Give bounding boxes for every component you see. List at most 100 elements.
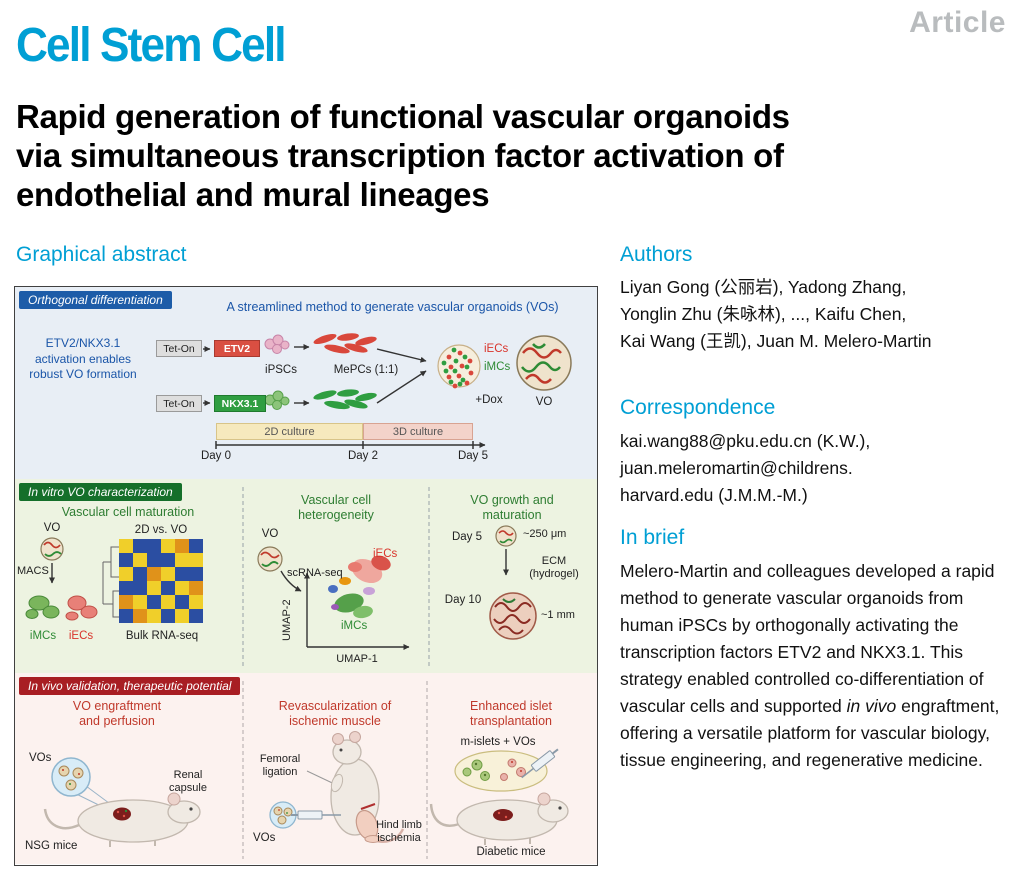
growth-day5-label: Day 5: [451, 531, 483, 543]
panel1-art: [203, 333, 572, 449]
in-brief-italic: in vivo: [846, 696, 897, 716]
scrna-label: scRNA-seq: [287, 567, 343, 579]
engraftment-vos-label: VOs: [29, 752, 52, 764]
revascularization-title: Revascularization of ischemic muscle: [278, 699, 392, 729]
bulk-rnaseq-label: Bulk RNA-seq: [125, 630, 199, 642]
umap1-axis-label: UMAP-1: [336, 653, 378, 665]
panel-orthogonal-differentiation: Orthogonal differentiation A streamlined…: [15, 287, 597, 479]
umap-iecs-label: iECs: [373, 548, 398, 560]
nsg-mice-label: NSG mice: [25, 840, 78, 852]
cell-aggregate-icon: [437, 344, 481, 389]
title-line-3: endothelial and mural lineages: [16, 176, 490, 213]
panel2-badge: In vitro VO characterization: [19, 483, 182, 501]
day0-label: Day 0: [200, 450, 232, 462]
ecm-label: ECM (hydrogel): [529, 555, 579, 581]
timeline-axis: [215, 441, 486, 449]
syringe-icon: [291, 810, 341, 820]
syringe-icon-2: [521, 748, 559, 779]
iecs-label: iECs: [484, 343, 509, 355]
umap-imcs-label: iMCs: [341, 620, 368, 632]
day10-organoid-icon: [489, 592, 537, 640]
growth-day10-label: Day 10: [444, 594, 482, 606]
authors-line-2: Yonglin Zhu (朱咏林), ..., Kaifu Chen,: [620, 304, 907, 324]
femoral-callout-line: [306, 770, 346, 790]
3d-culture-bar: 3D culture: [363, 423, 473, 440]
kidney-icon: [113, 807, 131, 821]
correspondence-email-2[interactable]: juan.meleromartin@childrens.: [620, 458, 853, 478]
maturation-iecs-label: iECs: [68, 630, 94, 642]
graphical-abstract-figure: Orthogonal differentiation A streamlined…: [14, 286, 598, 866]
size-250um-label: ~250 μm: [523, 528, 567, 540]
panel1-subtitle: A streamlined method to generate vascula…: [226, 300, 559, 314]
2d-culture-bar: 2D culture: [216, 423, 363, 440]
article-title: Rapid generation of functional vascular …: [16, 97, 790, 214]
size-1mm-label: ~1 mm: [541, 609, 575, 621]
panel1-badge: Orthogonal differentiation: [19, 291, 172, 309]
vo-label: VO: [535, 396, 553, 408]
correspondence-heading: Correspondence: [620, 396, 776, 419]
tet-on-box-2: Tet-On: [156, 395, 202, 412]
correspondence-block: kai.wang88@pku.edu.cn (K.W.), juan.meler…: [620, 428, 1010, 509]
ipscs-label: iPSCs: [265, 364, 297, 376]
renal-capsule-label: Renal capsule: [169, 769, 207, 795]
vo-organoid-icon: [516, 335, 572, 391]
panel-invitro-characterization: In vitro VO characterization Vascular ce…: [15, 479, 597, 673]
in-brief-text-2: engraftment, offering a versatile platfo…: [620, 696, 1000, 770]
authors-list: Liyan Gong (公丽岩), Yadong Zhang, Yonglin …: [620, 274, 1010, 355]
authors-line-1: Liyan Gong (公丽岩), Yadong Zhang,: [620, 277, 907, 297]
islet-dish-icon: [454, 750, 548, 792]
mepcs-label: MePCs (1:1): [333, 364, 399, 376]
correspondence-email-3[interactable]: harvard.edu (J.M.M.-M.): [620, 485, 808, 505]
vo-magnifier-icon-2: [269, 801, 297, 829]
article-type-label: Article: [909, 6, 1006, 39]
hind-limb-label: Hind limb ischemia: [376, 819, 422, 845]
diabetic-mice-label: Diabetic mice: [476, 846, 546, 858]
iec-cluster-icon: [65, 595, 98, 621]
etv2-box: ETV2: [214, 340, 260, 357]
in-brief-heading: In brief: [620, 526, 685, 549]
umap-axes: [304, 572, 410, 650]
in-brief-text: Melero-Martin and colleagues developed a…: [620, 558, 1005, 774]
title-line-1: Rapid generation of functional vascular …: [16, 98, 790, 135]
umap-scatter: [328, 555, 391, 619]
ipsc-colony-icon: [264, 334, 290, 354]
in-brief-block: Melero-Martin and colleagues developed a…: [620, 558, 1010, 774]
revasc-vos-label: VOs: [253, 832, 276, 844]
umap2-axis-label: UMAP-2: [281, 599, 293, 641]
imc-cluster-icon: [25, 595, 60, 619]
panel3-badge: In vivo validation, therapeutic potentia…: [19, 677, 241, 695]
graphical-abstract-heading: Graphical abstract: [16, 243, 187, 266]
authors-heading: Authors: [620, 243, 693, 266]
ipsc-colony-icon-2: [264, 390, 290, 410]
heatmap: [119, 539, 203, 623]
vo-organoid-small-icon: [40, 537, 64, 561]
panel1-note: ETV2/NKX3.1 activation enables robust VO…: [29, 336, 137, 382]
nkx31-box: NKX3.1: [214, 395, 266, 412]
engraftment-title: VO engraftment and perfusion: [72, 699, 162, 729]
growth-title: VO growth and maturation: [470, 493, 554, 523]
heterogeneity-title: Vascular cell heterogeneity: [298, 493, 374, 523]
day2-label: Day 2: [347, 450, 379, 462]
title-line-2: via simultaneous transcription factor ac…: [16, 137, 784, 174]
maturation-vo-label: VO: [43, 522, 61, 534]
mouse-icon-diabetic: [429, 792, 569, 845]
ec-cells-icon: [313, 333, 377, 354]
in-brief-text-1: Melero-Martin and colleagues developed a…: [620, 561, 995, 716]
correspondence-email-1[interactable]: kai.wang88@pku.edu.cn (K.W.),: [620, 431, 871, 451]
compare-label: 2D vs. VO: [134, 524, 188, 536]
day5-label: Day 5: [457, 450, 489, 462]
islet-title: Enhanced islet transplantation: [469, 699, 552, 729]
vo-organoid-small-icon-2: [257, 546, 283, 572]
imcs-label: iMCs: [484, 361, 511, 373]
journal-logo: Cell Stem Cell: [16, 19, 287, 72]
panel-invivo-validation: In vivo validation, therapeutic potentia…: [15, 673, 597, 864]
macs-label: MACS: [17, 565, 49, 577]
maturation-imcs-label: iMCs: [29, 630, 57, 642]
femoral-ligation-label: Femoral ligation: [259, 753, 301, 779]
tet-on-box-1: Tet-On: [156, 340, 202, 357]
heterogeneity-vo-label: VO: [261, 528, 279, 540]
vo-magnifier-icon: [51, 757, 118, 814]
dendrogram: [102, 546, 119, 618]
maturation-title: Vascular cell maturation: [61, 505, 195, 519]
